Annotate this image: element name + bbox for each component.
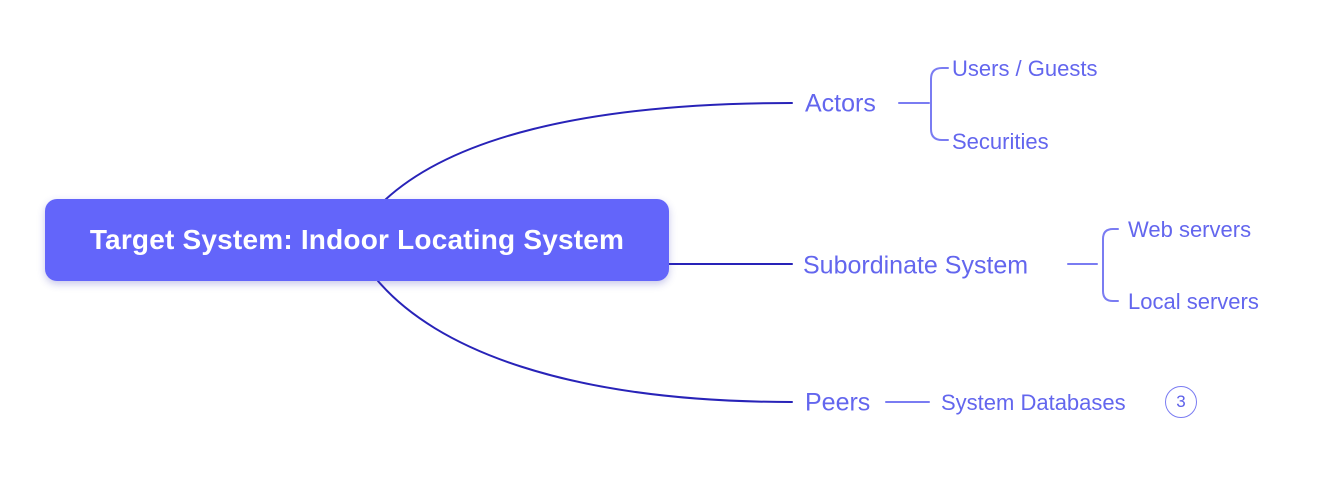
- child-node-web-servers[interactable]: Web servers: [1128, 217, 1252, 242]
- root-node-label: Target System: Indoor Locating System: [89, 224, 625, 255]
- child-node-local-servers[interactable]: Local servers: [1128, 289, 1259, 314]
- connector-subordinate-bracket: [1102, 228, 1119, 302]
- branch-node-peers[interactable]: Peers: [805, 388, 871, 417]
- child-node-securities[interactable]: Securities: [952, 129, 1049, 154]
- branch-node-subordinate-system[interactable]: Subordinate System: [803, 251, 1029, 280]
- connector-actors-bracket: [930, 67, 949, 141]
- child-node-system-databases[interactable]: System Databases: [941, 390, 1126, 415]
- root-node[interactable]: Target System: Indoor Locating System: [45, 199, 669, 281]
- collapsed-count-badge[interactable]: 3: [1165, 386, 1197, 418]
- connector-root-peers: [377, 280, 793, 403]
- child-node-users-guests[interactable]: Users / Guests: [952, 56, 1098, 81]
- branch-node-actors[interactable]: Actors: [805, 89, 876, 118]
- connector-root-actors: [384, 102, 793, 201]
